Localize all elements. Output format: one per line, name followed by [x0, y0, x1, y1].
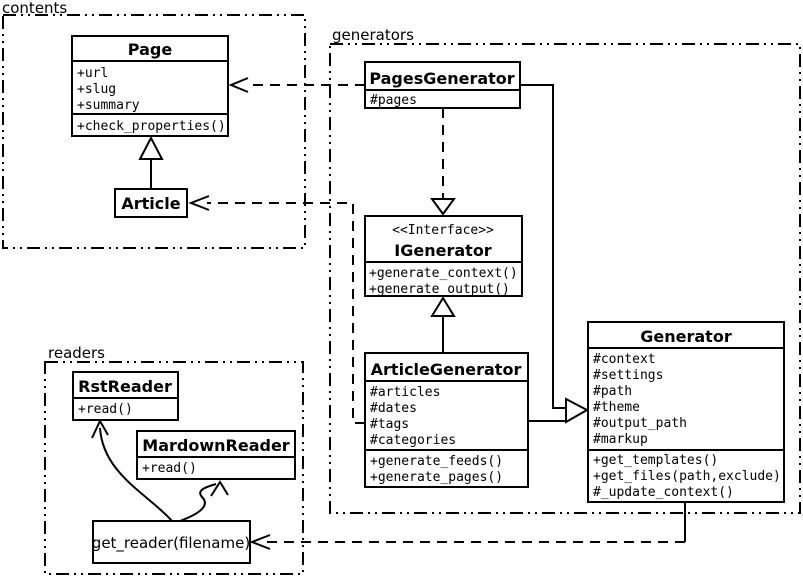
inheritance-triangle-icon — [430, 198, 456, 216]
class-articlegenerator: ArticleGenerator #articles #dates #tags … — [364, 352, 529, 488]
class-box — [136, 430, 296, 480]
class-attribute: #path — [593, 384, 632, 399]
rel-articlegenerator-depends-article — [188, 195, 365, 424]
class-attribute: #categories — [370, 433, 456, 448]
class-title: IGenerator — [394, 241, 492, 260]
class-title: MardownReader — [142, 436, 290, 455]
class-mardownreader: MardownReader +read() — [136, 430, 296, 480]
class-title: Generator — [640, 327, 732, 346]
class-method: +generate_pages() — [370, 470, 503, 485]
class-method: #_update_context() — [593, 485, 734, 500]
class-page: Page +url +slug +summary +check_properti… — [71, 35, 229, 137]
class-title: Article — [121, 194, 180, 213]
class-method: +generate_output() — [369, 282, 510, 297]
package-readers-label: readers — [48, 344, 105, 362]
class-box — [364, 61, 521, 109]
rel-pagesgenerator-depends-page — [228, 77, 365, 93]
class-stereotype: <<Interface>> — [392, 223, 494, 238]
class-method: +read() — [78, 402, 133, 417]
class-method: +get_files(path,exclude) — [593, 469, 781, 484]
open-arrowhead-icon — [210, 480, 229, 497]
inheritance-triangle-icon — [565, 397, 590, 424]
class-box — [364, 215, 523, 297]
class-attribute: #output_path — [593, 416, 687, 431]
class-attribute: #settings — [593, 368, 663, 383]
package-contents-label: contents — [2, 0, 67, 17]
node-get-reader: get_reader(filename) — [92, 520, 251, 564]
inheritance-triangle-icon — [138, 135, 164, 160]
class-method: +get_templates() — [593, 453, 718, 468]
class-attribute: #context — [593, 352, 656, 367]
class-box — [114, 188, 188, 218]
class-attribute: #theme — [593, 400, 640, 415]
class-method: +generate_context() — [369, 266, 518, 281]
inheritance-line-pagesgenerator — [520, 84, 566, 409]
class-title: Page — [128, 40, 173, 59]
curved-arrow-line — [99, 427, 173, 522]
package-generators-frame — [329, 43, 801, 514]
class-title: RstReader — [78, 377, 172, 396]
inheritance-triangle-icon — [430, 296, 456, 317]
class-box — [71, 35, 229, 137]
package-generators-label: generators — [332, 26, 414, 44]
class-attribute: +url — [77, 66, 108, 81]
class-title: ArticleGenerator — [371, 360, 522, 379]
class-method: +read() — [142, 461, 197, 476]
rel-articlegenerator-realizes-igenerator — [430, 296, 456, 353]
open-arrowhead-icon — [188, 195, 210, 211]
class-attribute: #tags — [370, 417, 409, 432]
class-title: PagesGenerator — [369, 69, 514, 88]
curved-arrow-line — [179, 483, 217, 522]
open-arrowhead-icon — [249, 534, 271, 550]
class-attribute: #pages — [370, 93, 417, 108]
class-box — [587, 321, 785, 503]
class-method: +generate_feeds() — [370, 454, 503, 469]
open-arrowhead-icon — [228, 77, 249, 93]
class-method: +check_properties() — [77, 119, 226, 134]
class-attribute: #articles — [370, 385, 440, 400]
class-attribute: #markup — [593, 432, 648, 447]
function-box — [92, 520, 251, 564]
class-pagesgenerator: PagesGenerator #pages — [364, 61, 521, 109]
rel-generators-inherit-generator — [520, 84, 590, 424]
rel-article-inherits-page — [138, 135, 164, 189]
class-box — [72, 371, 179, 421]
rel-getreader-creates-mardownreader — [179, 480, 229, 522]
function-label: get_reader(filename) — [92, 534, 250, 553]
package-readers-frame — [44, 361, 304, 575]
package-contents-frame — [2, 14, 306, 249]
class-rstreader: RstReader +read() — [72, 371, 179, 421]
class-igenerator: <<Interface>> IGenerator +generate_conte… — [364, 215, 523, 297]
class-box — [364, 352, 529, 488]
class-attribute: +summary — [77, 98, 140, 113]
class-attribute: +slug — [77, 82, 116, 97]
class-attribute: #dates — [370, 401, 417, 416]
rel-pagesgenerator-realizes-igenerator — [430, 108, 456, 216]
class-generator: Generator #context #settings #path #them… — [587, 321, 785, 503]
class-article: Article — [114, 188, 188, 218]
rel-generator-depends-getreader — [249, 502, 686, 550]
dependency-line — [207, 202, 365, 424]
